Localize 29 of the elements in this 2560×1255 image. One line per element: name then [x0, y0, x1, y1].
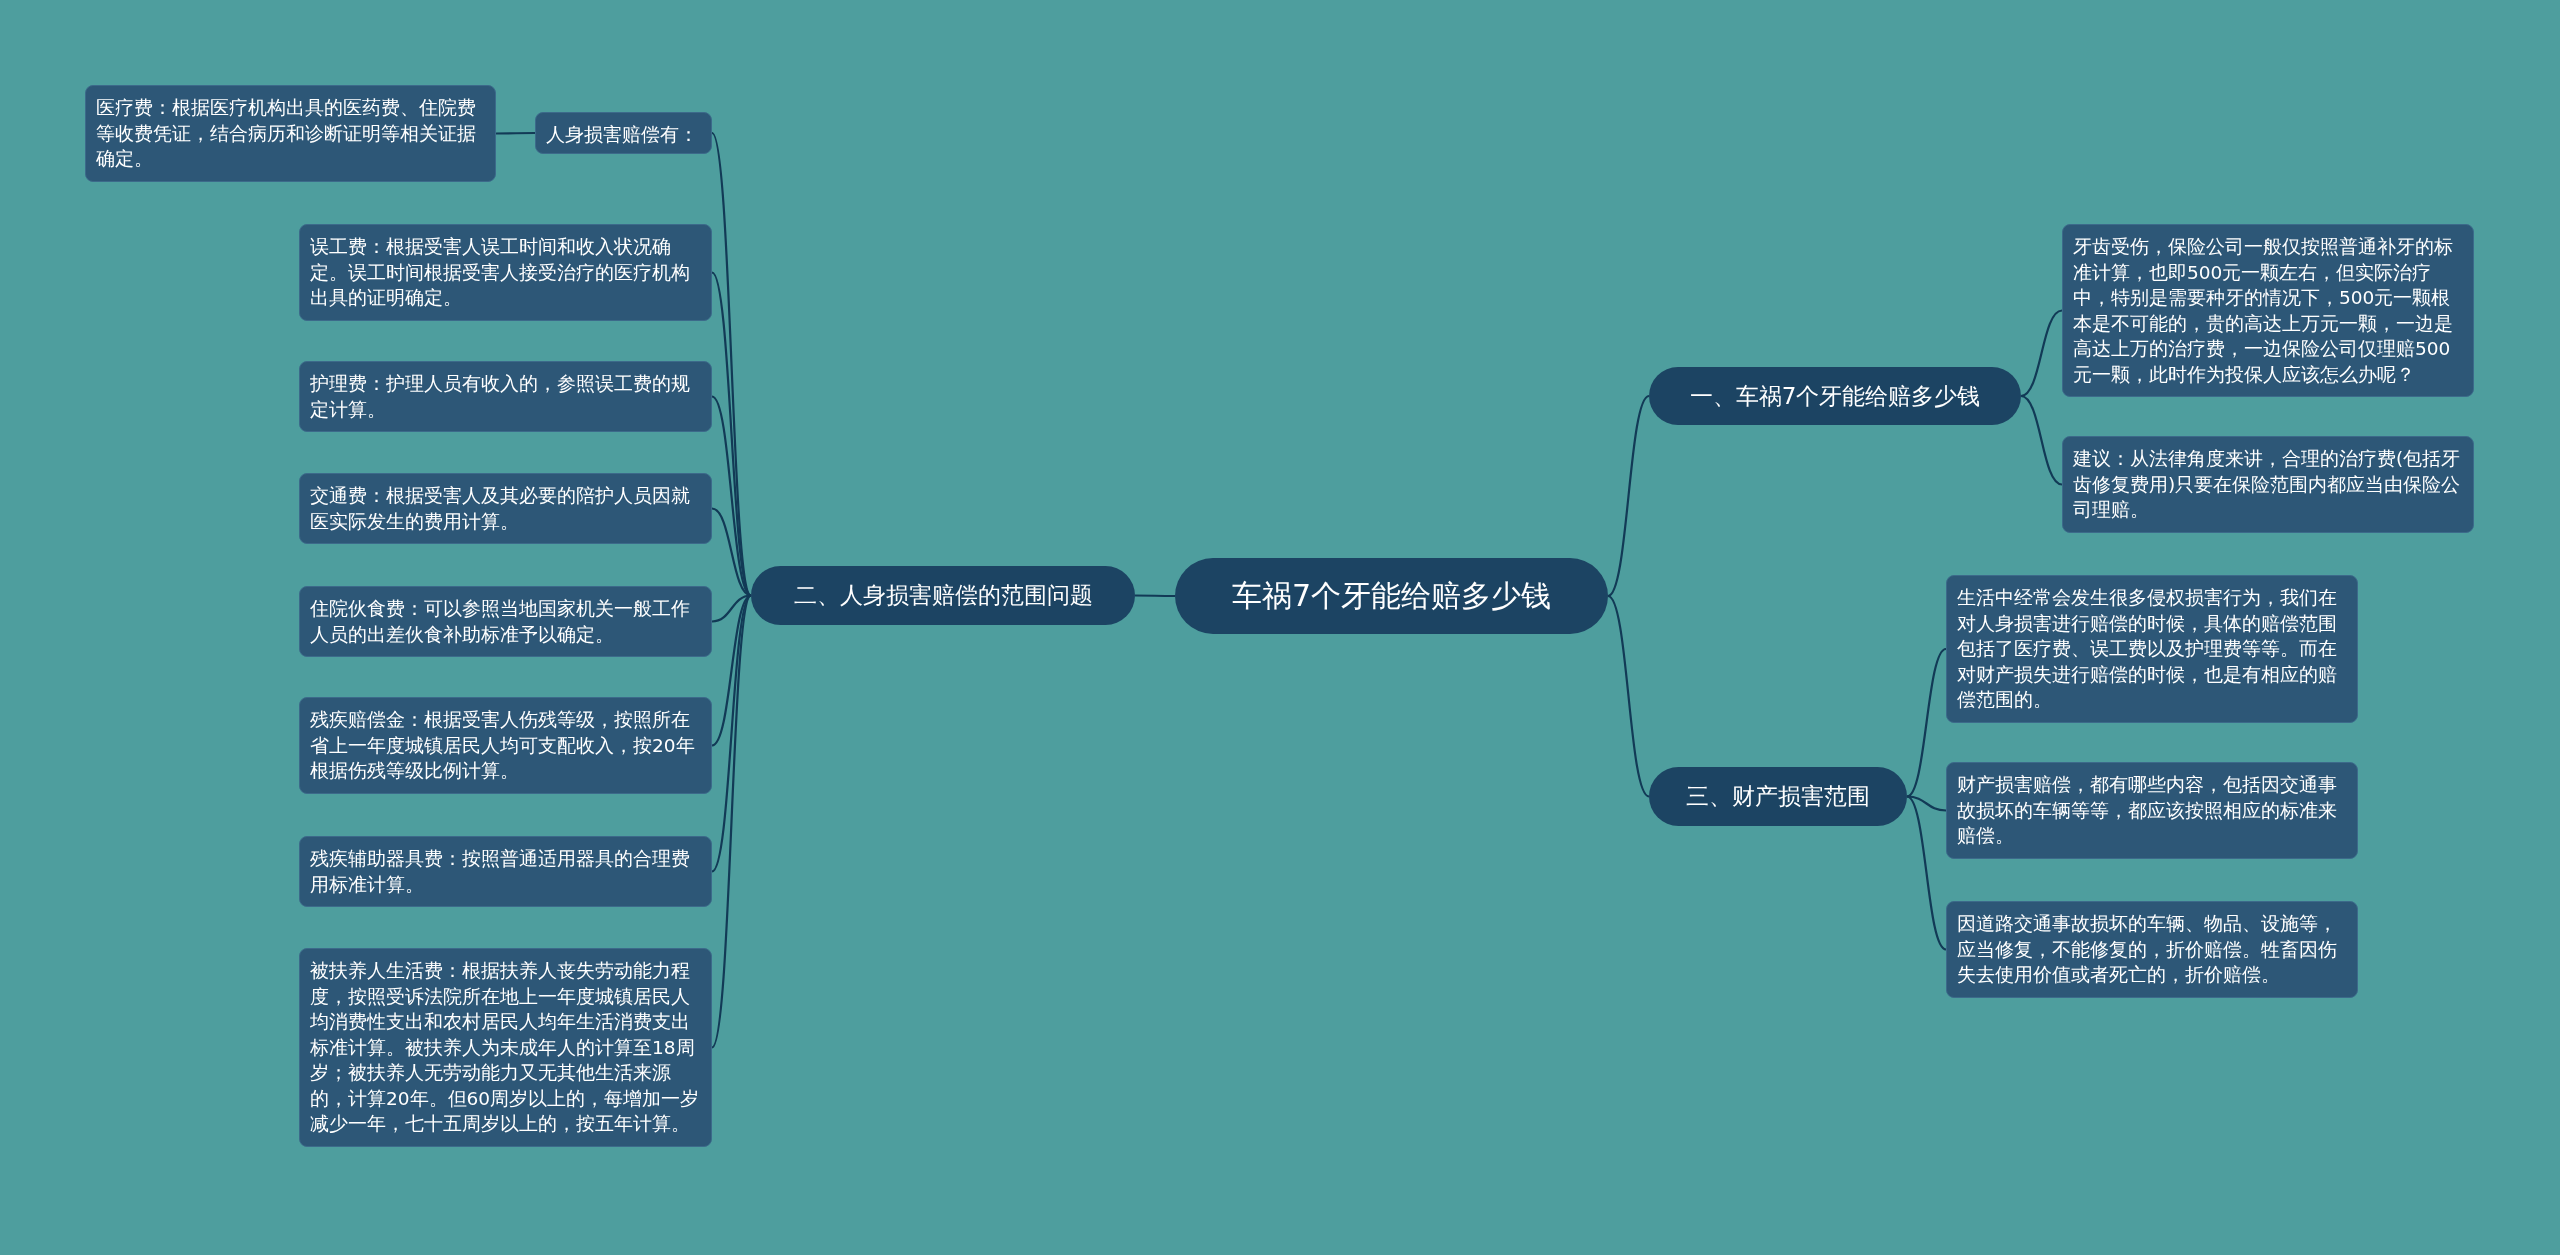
- branch-topic: 三、财产损害范围: [1649, 767, 1907, 826]
- connector-line: [2020, 309, 2063, 398]
- branch-topic: 一、车祸7个牙能给赔多少钱: [1649, 367, 2021, 425]
- connector-line: [1906, 795, 1947, 951]
- topic-card: 人身损害赔偿有：: [535, 112, 712, 154]
- topic-card: 残疾赔偿金：根据受害人伤残等级，按照所在省上一年度城镇居民人均可支配收入，按20年根据伤残等级比例计算。: [299, 697, 712, 794]
- connector-line: [1607, 395, 1650, 597]
- connector-line: [1135, 594, 1175, 598]
- topic-card: 牙齿受伤，保险公司一般仅按照普通补牙的标准计算，也即500元一颗左右，但实际治疗中，特别是需要种牙的情况下，500元一颗根本是不可能的，贵的高达上万元一颗，一边是高达上万的治疗费，一边保险公司仅理赔500元一颗，此时作为投保人应该怎么办呢？: [2062, 224, 2474, 398]
- topic-card: 残疾辅助器具费：按照普通适用器具的合理费用标准计算。: [299, 836, 712, 908]
- branch-topic: 二、人身损害赔偿的范围问题: [751, 566, 1135, 625]
- central-topic: 车祸7个牙能给赔多少钱: [1175, 558, 1608, 634]
- topic-card: 护理费：护理人员有收入的，参照误工费的规定计算。: [299, 361, 712, 433]
- connector-line: [711, 594, 752, 873]
- topic-card: 交通费：根据受害人及其必要的陪护人员因就医实际发生的费用计算。: [299, 473, 712, 545]
- topic-card: 医疗费：根据医疗机构出具的医药费、住院费等收费凭证，结合病历和诊断证明等相关证据确定。: [85, 85, 496, 182]
- topic-card: 建议：从法律角度来讲，合理的治疗费(包括牙齿修复费用)只要在保险范围内都应当由保险公司理赔。: [2062, 436, 2474, 533]
- connector-line: [1906, 648, 1947, 798]
- connector-line: [496, 131, 535, 135]
- connector-line: [2020, 394, 2063, 486]
- topic-card: 误工费：根据受害人误工时间和收入状况确定。误工时间根据受害人接受治疗的医疗机构出具的证明确定。: [299, 224, 712, 321]
- connector-line: [1607, 595, 1650, 798]
- connector-line: [711, 271, 752, 597]
- topic-card: 因道路交通事故损坏的车辆、物品、设施等，应当修复，不能修复的，折价赔偿。牲畜因伤失去使用价值或者死亡的，折价赔偿。: [1946, 901, 2358, 998]
- topic-card: 被扶养人生活费：根据扶养人丧失劳动能力程度，按照受诉法院所在地上一年度城镇居民人均消费性支出和农村居民人均年生活消费支出标准计算。被扶养人为未成年人的计算至18周岁；被扶养人无劳动能力又无其他生活来源的，计算20年。但60周岁以上的，每增加一岁减少一年，七十五周岁以上的，按五年计算。: [299, 948, 712, 1147]
- connector-line: [711, 595, 752, 1048]
- topic-card: 住院伙食费：可以参照当地国家机关一般工作人员的出差伙食补助标准予以确定。: [299, 586, 712, 658]
- topic-card: 财产损害赔偿，都有哪些内容，包括因交通事故损坏的车辆等等，都应该按照相应的标准来赔偿。: [1946, 762, 2358, 859]
- topic-card: 生活中经常会发生很多侵权损害行为，我们在对人身损害进行赔偿的时候，具体的赔偿范围包括了医疗费、误工费以及护理费等等。而在对财产损失进行赔偿的时候，也是有相应的赔偿范围的。: [1946, 575, 2358, 723]
